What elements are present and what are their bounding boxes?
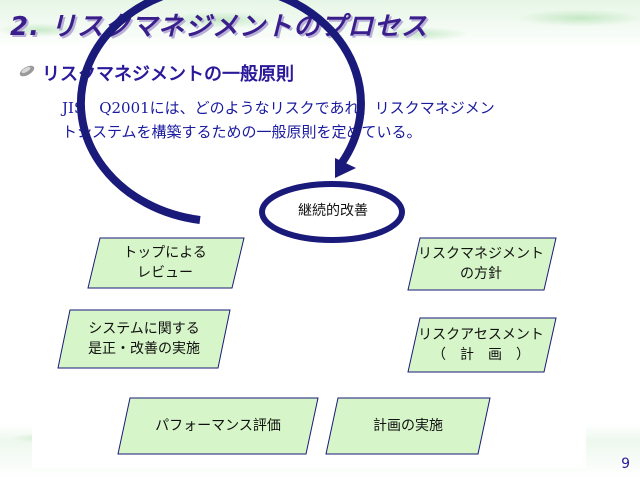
node-correction: システムに関する 是正・改善の実施 — [60, 312, 228, 366]
node-policy-shape — [407, 237, 557, 291]
node-performance: パフォーマンス評価 — [122, 400, 314, 452]
cycle-loop — [76, 0, 365, 224]
body-paragraph: JIS Q2001には、どのようなリスクであれ、リスクマネジメン トシステムを構… — [62, 96, 562, 144]
node-assessment-line-2: （ 計 画 ） — [431, 347, 530, 363]
cycle-arrowhead — [335, 158, 356, 178]
node-performance-label: パフォーマンス評価 — [155, 418, 281, 434]
node-review: トップによる レビュー — [90, 240, 240, 286]
body-line-1: JIS Q2001には、どのようなリスクであれ、リスクマネジメン — [62, 99, 495, 117]
node-assessment-shape — [407, 317, 557, 373]
node-implementation-shape — [325, 397, 491, 455]
section-heading: リスクマネジメントの一般原則 — [42, 64, 294, 85]
slide-title: 2. リスクマネジメントのプロセス — [10, 12, 429, 42]
node-performance-shape — [117, 397, 319, 455]
page-number: 9 — [621, 456, 630, 472]
node-implementation: 計画の実施 — [330, 400, 486, 452]
node-correction-shape — [57, 309, 231, 369]
bullet-icon — [19, 65, 35, 77]
node-review-line-2: レビュー — [137, 265, 193, 281]
node-policy: リスクマネジメント の方針 — [408, 240, 554, 288]
node-policy-line-1: リスクマネジメント — [418, 246, 544, 262]
body-line-2: トシステムを構築するための一般原則を定めている。 — [62, 123, 422, 141]
node-review-line-1: トップによる — [123, 245, 207, 261]
node-correction-line-1: システムに関する — [88, 321, 200, 337]
continuous-improvement-label: 継続的改善 — [298, 203, 368, 219]
node-assessment-line-1: リスクアセスメント — [418, 327, 544, 343]
node-assessment: リスクアセスメント （ 計 画 ） — [408, 320, 554, 370]
continuous-improvement-oval — [259, 181, 405, 243]
node-review-shape — [87, 237, 245, 289]
node-correction-line-2: 是正・改善の実施 — [88, 341, 200, 357]
node-policy-line-2: の方針 — [460, 266, 502, 282]
node-implementation-label: 計画の実施 — [373, 418, 443, 434]
